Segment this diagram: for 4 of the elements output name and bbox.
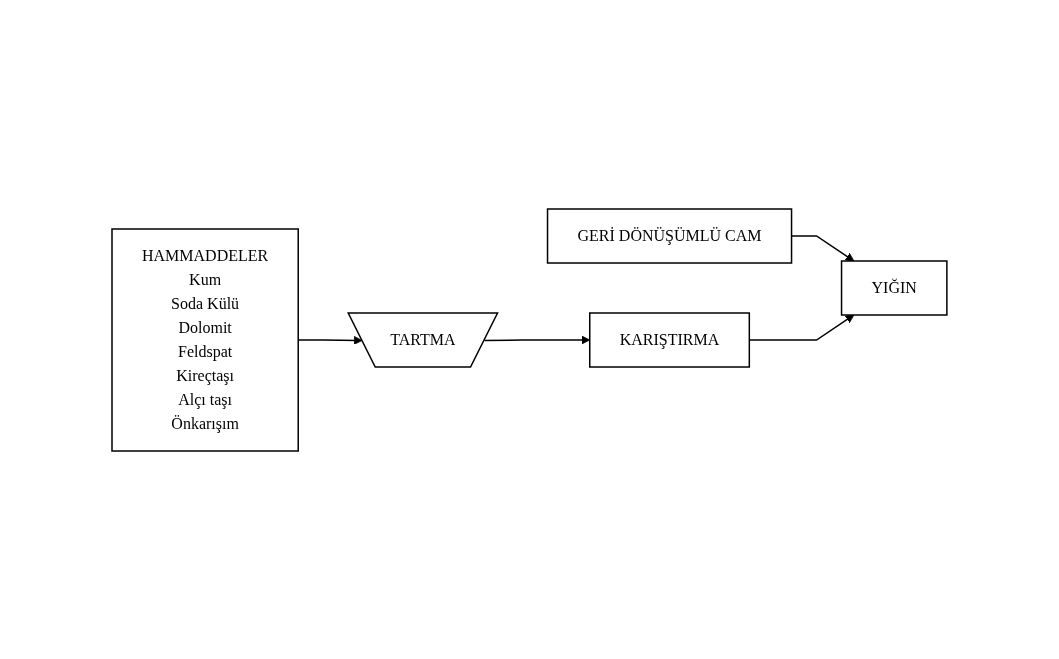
node-box: GERİ DÖNÜŞÜMLÜ CAM [546, 207, 793, 264]
node-box: KARIŞTIRMA [589, 311, 751, 368]
node-box: YIĞIN [840, 259, 948, 316]
node-box: HAMMADDELER Kum Soda Külü Dolomit Feldspat Kireçtaşı Alçı taşı Önkarışım [111, 227, 300, 452]
